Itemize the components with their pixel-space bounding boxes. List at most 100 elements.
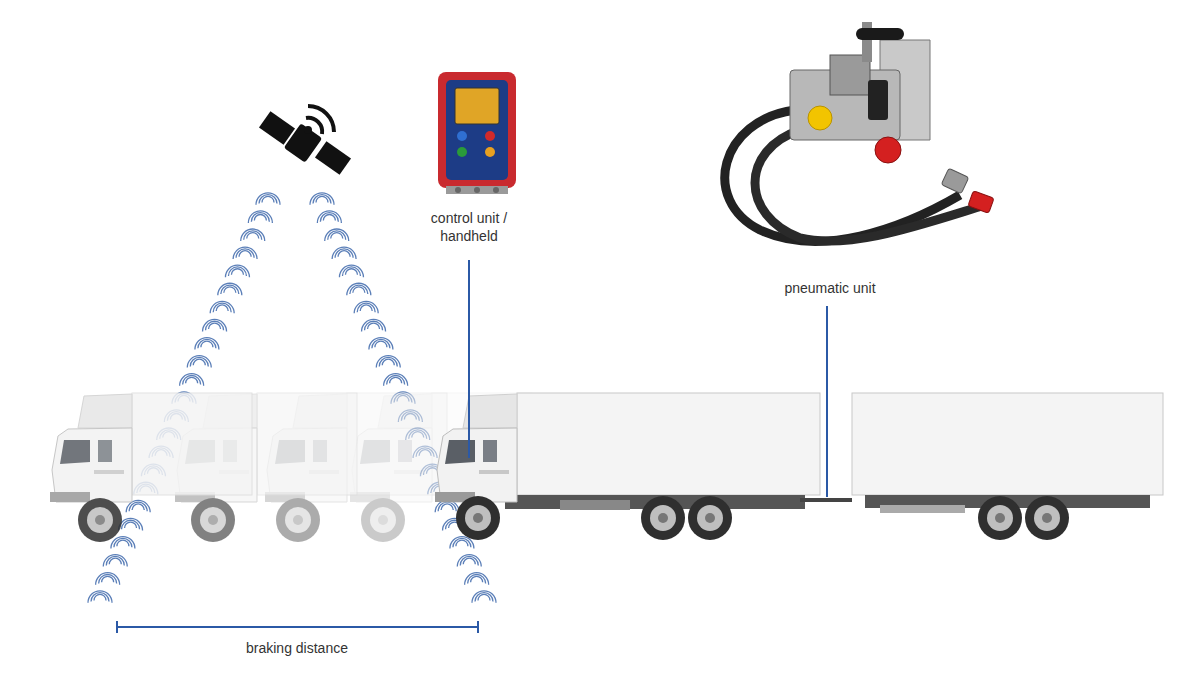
wave-arc	[323, 214, 335, 220]
wave-arc	[362, 319, 386, 331]
wave-arc	[103, 555, 127, 567]
wave-arc	[342, 267, 360, 276]
wave-arc	[441, 504, 453, 510]
wave-arc	[335, 249, 353, 258]
wave-arc	[203, 319, 227, 331]
wave-arc	[114, 538, 132, 547]
wave-arc	[233, 247, 257, 259]
wave-arc	[106, 556, 124, 565]
wave-arc	[353, 287, 365, 293]
wave-arc	[456, 540, 468, 546]
wave-arc	[109, 558, 121, 564]
wave-arc	[369, 338, 393, 350]
wave-arc	[471, 576, 483, 582]
wave-arc	[213, 303, 231, 312]
wave-arc	[244, 231, 262, 240]
wave-arc	[390, 377, 402, 383]
wave-arc	[460, 556, 478, 565]
wave-arc	[247, 233, 259, 239]
dimension-label: braking distance	[197, 639, 397, 657]
leader-lines	[117, 260, 827, 633]
wave-arc	[328, 231, 346, 240]
wave-arc	[475, 593, 493, 602]
wave-arc	[190, 357, 208, 366]
wave-arc	[91, 593, 109, 602]
wave-arc	[478, 594, 490, 600]
wave-arc	[472, 591, 496, 603]
wave-arc	[254, 214, 266, 220]
wave-arc	[186, 377, 198, 383]
wave-arc	[368, 323, 380, 329]
wave-arc	[365, 321, 383, 330]
wave-arc	[239, 251, 251, 257]
wave-arc	[376, 356, 400, 368]
wave-arc	[241, 229, 265, 241]
wave-arc	[345, 269, 357, 275]
wave-arc	[256, 193, 280, 205]
wave-arc	[88, 591, 112, 603]
handheld-device	[438, 72, 516, 194]
wave-arc	[384, 374, 408, 386]
wave-arc	[248, 211, 272, 223]
wave-arc	[262, 196, 274, 202]
wave-arc	[338, 251, 350, 257]
wave-arc	[122, 520, 140, 529]
wave-arc	[347, 283, 371, 295]
wave-arc	[357, 303, 375, 312]
wave-arc	[372, 339, 390, 348]
wave-arc	[209, 323, 221, 329]
device-label: pneumatic unit	[750, 279, 910, 297]
wave-arc	[228, 267, 246, 276]
wave-arc	[453, 538, 471, 547]
wave-arc	[350, 285, 368, 294]
wave-arc	[125, 522, 137, 528]
wave-arc	[119, 518, 143, 530]
wave-arc	[438, 502, 456, 511]
wave-arc	[320, 213, 338, 222]
wave-arc	[259, 195, 277, 204]
wave-arc	[375, 341, 387, 347]
wave-arc	[332, 247, 356, 259]
wave-arc	[457, 555, 481, 567]
truck	[435, 393, 852, 540]
wave-arc	[339, 265, 363, 277]
wave-arc	[463, 558, 475, 564]
wave-arc	[216, 305, 228, 311]
pneumatic-unit-image	[725, 22, 994, 241]
wave-arc	[218, 283, 242, 295]
trailer	[852, 393, 1163, 540]
wave-arc	[354, 301, 378, 313]
wave-arc	[102, 576, 114, 582]
wave-arc	[465, 573, 489, 585]
signal-waves	[88, 193, 496, 603]
wave-arc	[132, 504, 144, 510]
wave-arc	[231, 269, 243, 275]
wave-arc	[206, 321, 224, 330]
wave-arc	[180, 374, 204, 386]
wave-arc	[129, 502, 147, 511]
wave-arc	[468, 575, 486, 584]
wave-arc	[317, 211, 341, 223]
wave-arc	[251, 213, 269, 222]
wave-arc	[201, 341, 213, 347]
wave-arc	[193, 359, 205, 365]
wave-arc	[379, 357, 397, 366]
wave-arc	[236, 249, 254, 258]
wave-arc	[325, 229, 349, 241]
wave-arc	[360, 305, 372, 311]
wave-arc	[221, 285, 239, 294]
wave-arc	[183, 376, 201, 385]
ghost-trucks	[50, 393, 532, 542]
wave-arc	[195, 338, 219, 350]
wave-arc	[387, 376, 405, 385]
wave-arc	[99, 575, 117, 584]
wave-arc	[224, 287, 236, 293]
wave-arc	[316, 196, 328, 202]
wave-arc	[111, 537, 135, 549]
wave-arc	[331, 233, 343, 239]
wave-arc	[187, 356, 211, 368]
wave-arc	[94, 594, 106, 600]
wave-arc	[310, 193, 334, 205]
